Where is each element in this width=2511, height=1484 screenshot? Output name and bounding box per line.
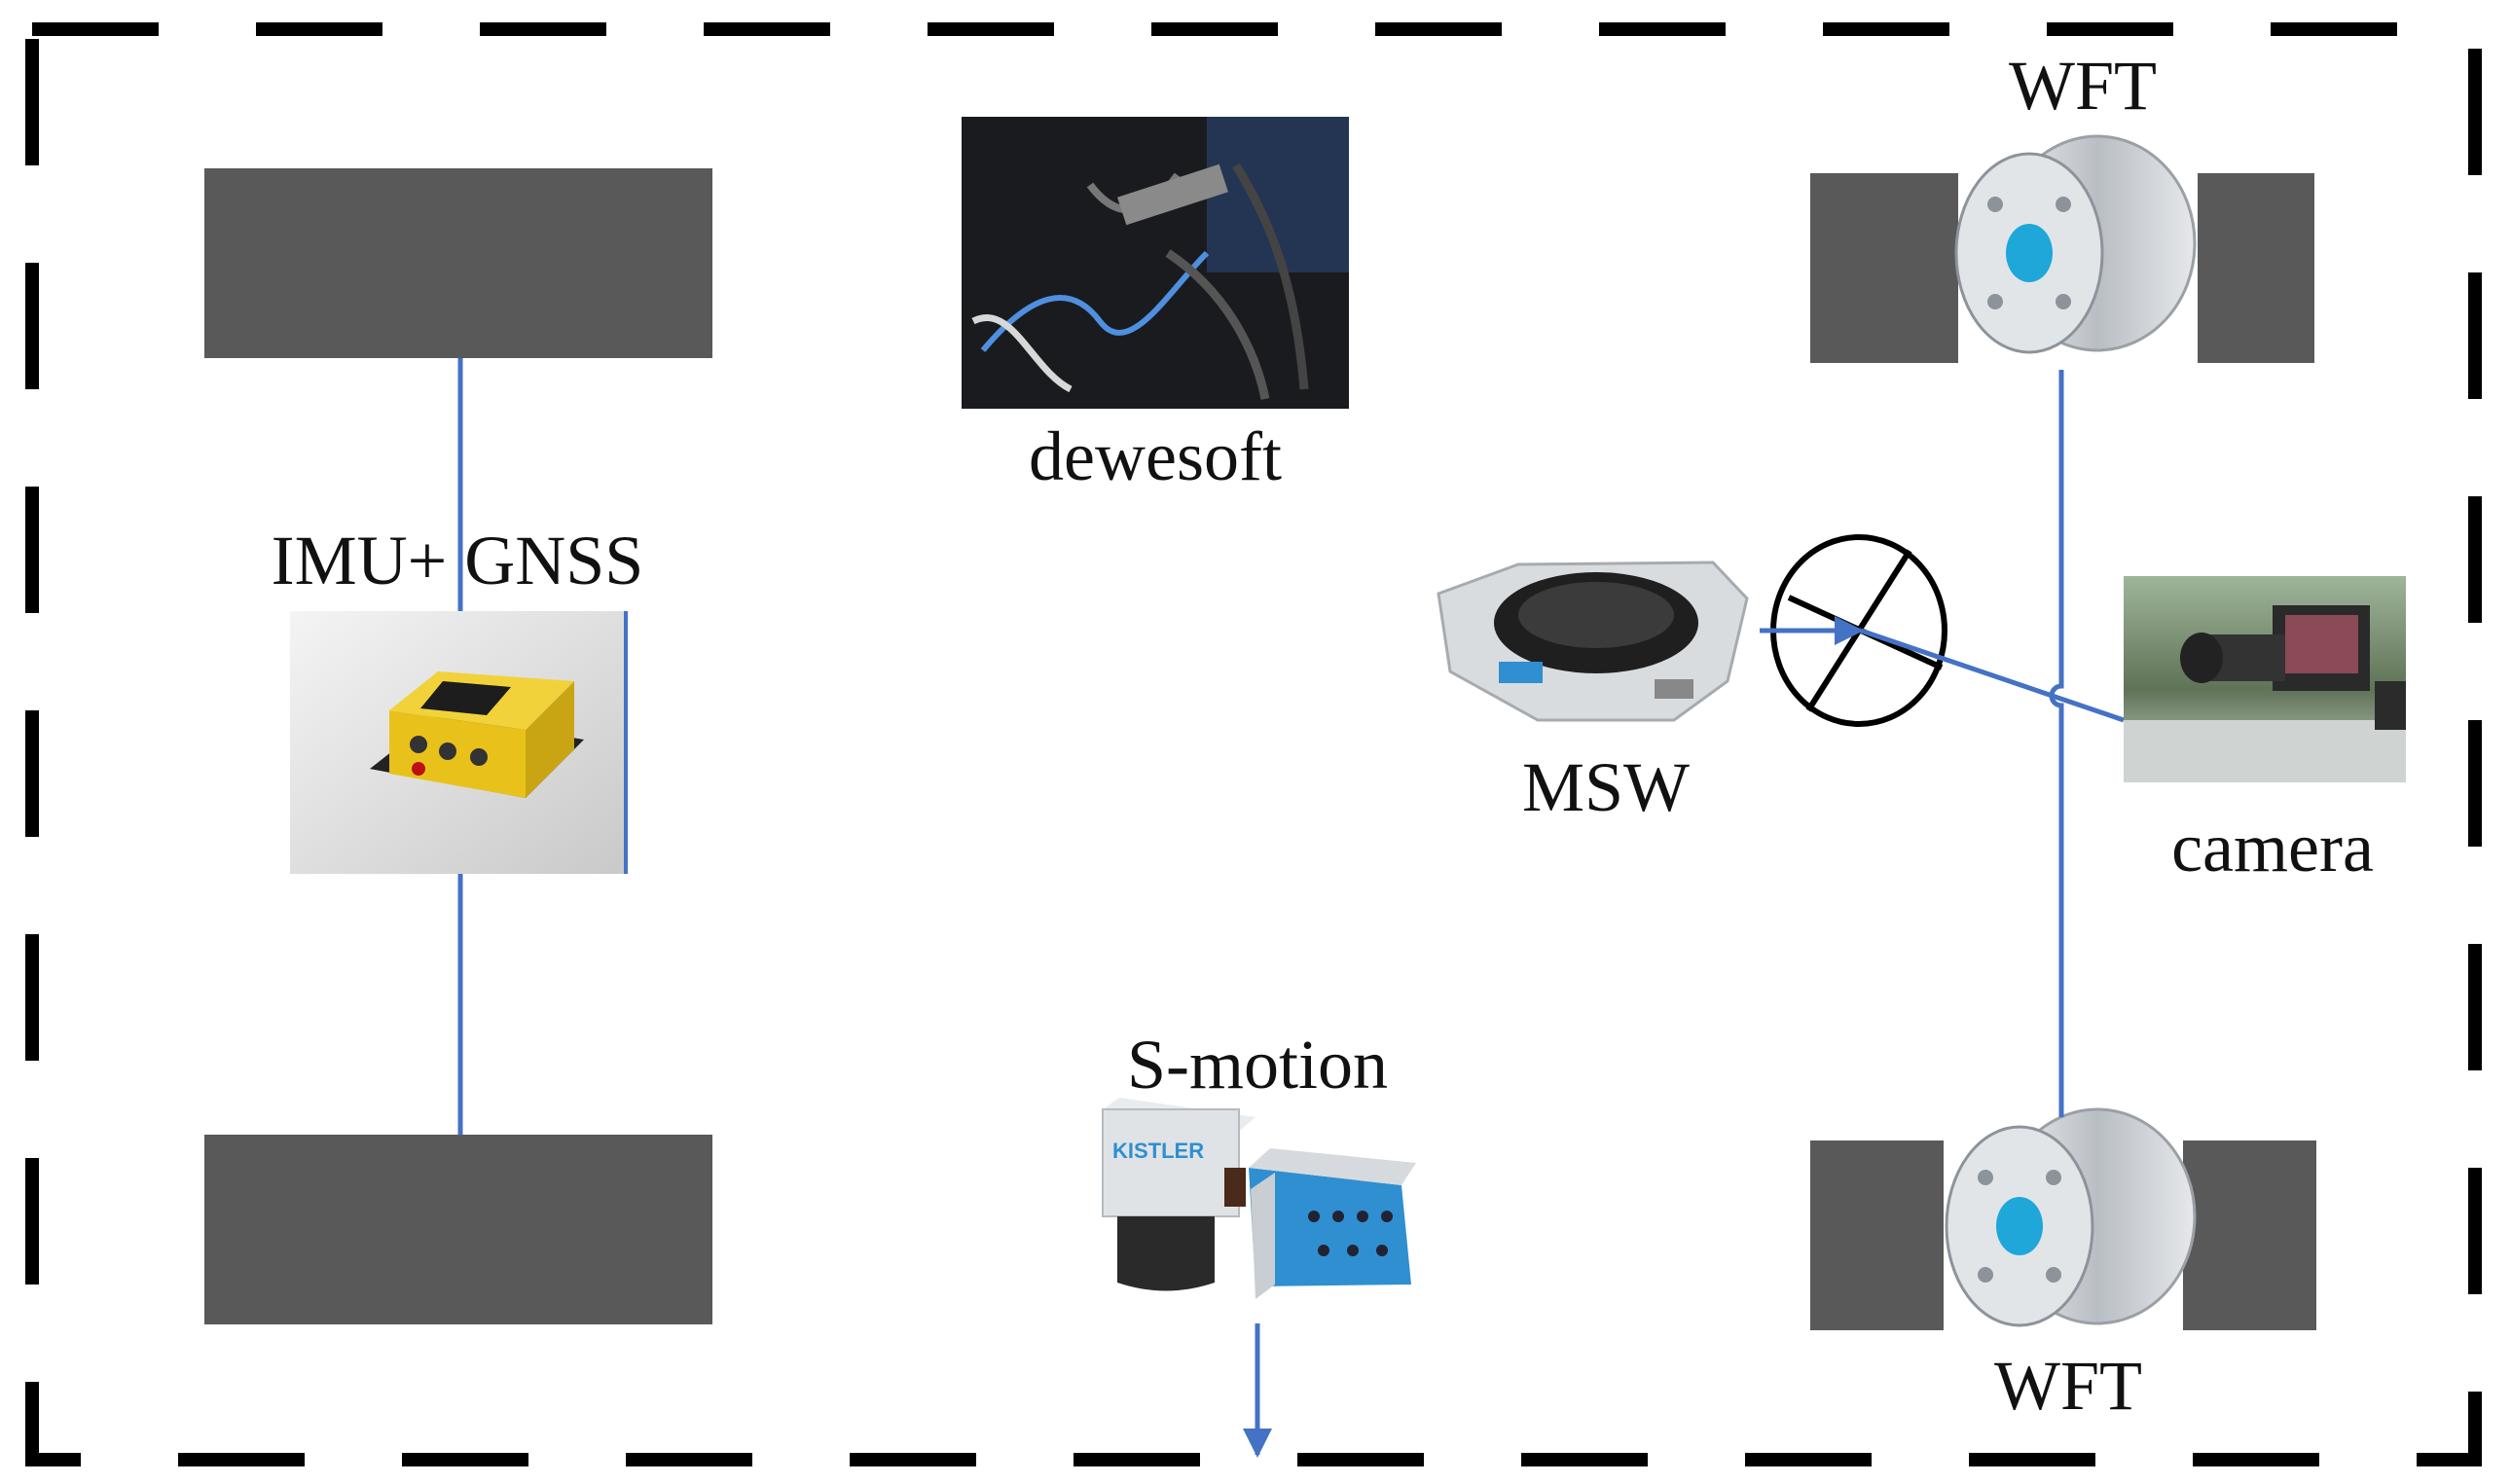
kistler-logo-text: KISTLER <box>1112 1139 1204 1163</box>
dewesoft-label: dewesoft <box>1029 417 1282 495</box>
front-left-wheel-block <box>204 168 712 358</box>
wft-connector-line <box>2049 370 2064 1117</box>
kistler-smotion-sensor-photo: KISTLER <box>1102 1098 1416 1299</box>
front-right-wheel-block-outer-left <box>1810 173 1958 363</box>
rear-right-wheel-block-outer-left <box>1810 1140 1944 1330</box>
imu-gnss-label: IMU+ GNSS <box>272 522 644 599</box>
camera-photo <box>2124 576 2406 782</box>
front-right-wheel-block-outer-right <box>2198 173 2314 363</box>
msw-steering-sensor-photo <box>1437 561 1749 722</box>
smotion-label: S-motion <box>1127 1026 1388 1104</box>
camera-connector-line <box>1860 628 2125 723</box>
wheel-force-transducer-bottom-icon <box>1945 1107 2197 1327</box>
dewesoft-photo <box>962 117 1349 409</box>
wft-bottom-label: WFT <box>1994 1347 2142 1425</box>
wheel-force-transducer-top-icon <box>1954 134 2197 354</box>
camera-label: camera <box>2171 809 2374 887</box>
vehicle-frame-dashed <box>25 22 2482 1466</box>
msw-label: MSW <box>1522 748 1690 826</box>
wft-top-label: WFT <box>2009 47 2157 125</box>
rear-left-wheel-block <box>204 1135 712 1324</box>
rear-right-wheel-block-outer-right <box>2183 1140 2316 1330</box>
imu-gnss-device-photo <box>290 611 628 874</box>
